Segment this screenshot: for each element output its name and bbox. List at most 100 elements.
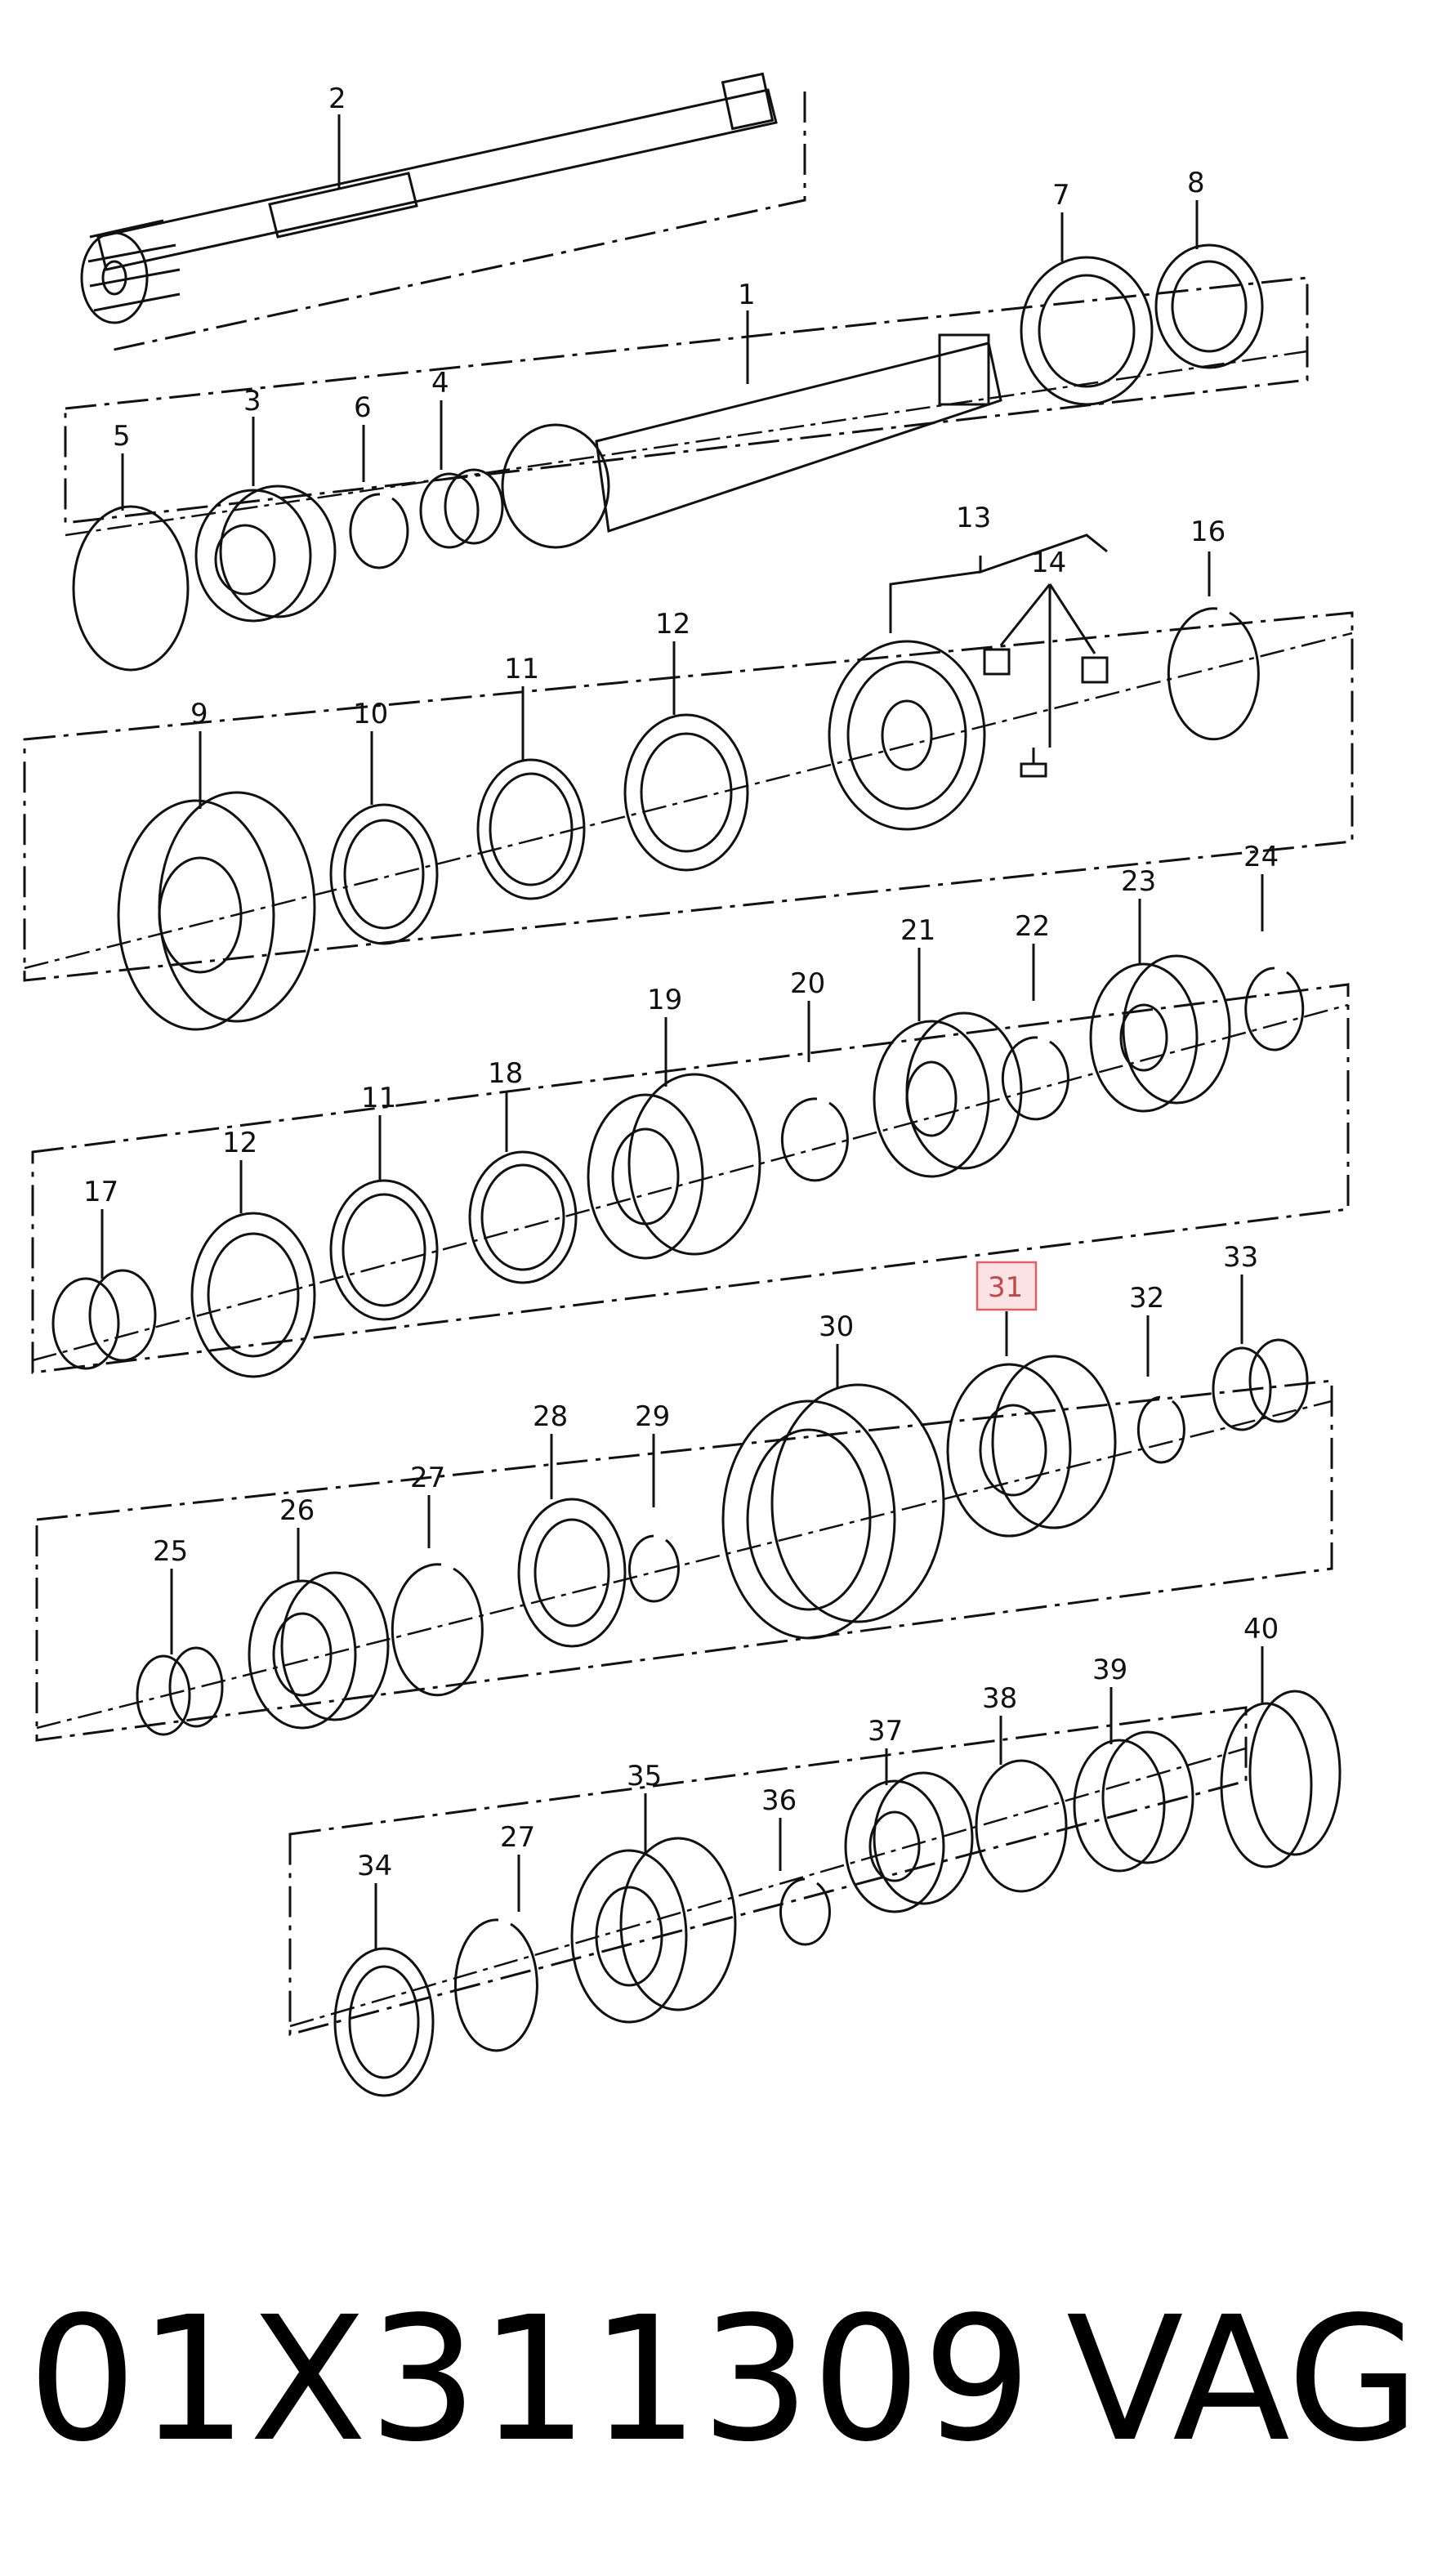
gear-part-35 bbox=[570, 1837, 737, 2024]
synchro-ring-part-28 bbox=[517, 1498, 627, 1648]
ring-part-38 bbox=[975, 1759, 1068, 1893]
callout-27: 27 bbox=[410, 1462, 445, 1548]
detent-part-14 bbox=[983, 648, 1109, 778]
group-frame-row3 bbox=[23, 611, 1354, 982]
circlip-part-27b bbox=[453, 1918, 538, 2052]
bearing-part-3 bbox=[194, 484, 337, 623]
svg-text:16: 16 bbox=[1190, 516, 1226, 548]
ring-part-5 bbox=[72, 505, 190, 672]
circlip-part-6 bbox=[349, 493, 409, 569]
callout-11: 11 bbox=[504, 653, 539, 760]
callout-32: 32 bbox=[1129, 1282, 1164, 1377]
callout-8: 8 bbox=[1187, 167, 1205, 249]
svg-text:30: 30 bbox=[819, 1310, 854, 1343]
svg-text:19: 19 bbox=[647, 984, 682, 1016]
synchro-ring-part-34 bbox=[333, 1947, 435, 2097]
svg-text:18: 18 bbox=[488, 1057, 523, 1090]
callouts: 1 2 3 4 5 6 7 8 9 10 11 12 13 14 16 17 1… bbox=[83, 83, 1279, 1949]
group-frame-row4 bbox=[31, 983, 1350, 1374]
callout-33: 33 bbox=[1223, 1241, 1258, 1344]
svg-text:27: 27 bbox=[410, 1462, 445, 1494]
svg-text:4: 4 bbox=[431, 367, 449, 400]
circlip-part-20 bbox=[780, 1097, 849, 1182]
svg-text:13: 13 bbox=[956, 502, 991, 534]
gear-part-31 bbox=[946, 1355, 1117, 1538]
svg-text:2: 2 bbox=[328, 83, 346, 115]
callout-39: 39 bbox=[1092, 1654, 1127, 1744]
needle-bearing-part-33 bbox=[1212, 1338, 1309, 1431]
group-frame-row5 bbox=[35, 1379, 1333, 1742]
sliding-sleeve-part-30 bbox=[721, 1383, 945, 1640]
synchro-ring-part-12b bbox=[190, 1212, 316, 1378]
gear-part-23 bbox=[1089, 954, 1231, 1113]
svg-text:8: 8 bbox=[1187, 167, 1205, 199]
svg-text:9: 9 bbox=[190, 698, 208, 730]
bearing-part-37 bbox=[844, 1771, 974, 1913]
svg-text:39: 39 bbox=[1092, 1654, 1127, 1686]
callout-20: 20 bbox=[790, 967, 825, 1062]
callout-7: 7 bbox=[1052, 179, 1070, 261]
synchro-ring-part-18 bbox=[468, 1150, 578, 1284]
svg-text:1: 1 bbox=[738, 279, 756, 311]
svg-text:34: 34 bbox=[357, 1850, 392, 1882]
callout-6: 6 bbox=[354, 391, 372, 482]
circlip-part-16 bbox=[1167, 607, 1260, 741]
svg-text:29: 29 bbox=[635, 1400, 670, 1433]
callout-22: 22 bbox=[1015, 910, 1050, 1001]
input-shaft-part-1 bbox=[501, 333, 1002, 549]
callout-9: 9 bbox=[190, 698, 208, 809]
cover-part-39 bbox=[1073, 1730, 1194, 1873]
svg-text:6: 6 bbox=[354, 391, 372, 424]
output-shaft-part bbox=[80, 72, 778, 324]
callout-3: 3 bbox=[243, 385, 261, 486]
synchro-hub-part-13 bbox=[828, 640, 986, 831]
svg-text:24: 24 bbox=[1243, 841, 1279, 873]
callout-29: 29 bbox=[635, 1400, 670, 1507]
svg-text:25: 25 bbox=[153, 1535, 188, 1568]
callout-11b: 11 bbox=[361, 1082, 396, 1181]
circlip-part-22 bbox=[1001, 1036, 1069, 1121]
svg-text:7: 7 bbox=[1052, 179, 1070, 212]
synchro-ring-part-11 bbox=[476, 758, 586, 900]
gear-part-21 bbox=[873, 1011, 1023, 1178]
svg-text:11: 11 bbox=[504, 653, 539, 685]
svg-text:5: 5 bbox=[113, 420, 131, 453]
svg-text:27: 27 bbox=[500, 1821, 535, 1854]
group-frame-shaft bbox=[105, 92, 806, 353]
circlip-part-32 bbox=[1136, 1395, 1185, 1464]
circlip-part-27 bbox=[391, 1563, 484, 1697]
callout-38: 38 bbox=[982, 1682, 1017, 1765]
callout-31-highlight: 31 bbox=[976, 1261, 1038, 1356]
callout-18: 18 bbox=[488, 1057, 523, 1152]
svg-text:38: 38 bbox=[982, 1682, 1017, 1715]
callout-1: 1 bbox=[738, 279, 756, 384]
callout-2: 2 bbox=[328, 83, 346, 188]
callout-19: 19 bbox=[647, 984, 682, 1087]
svg-text:36: 36 bbox=[761, 1784, 797, 1817]
svg-text:32: 32 bbox=[1129, 1282, 1164, 1315]
callout-14: 14 bbox=[999, 547, 1096, 748]
svg-text:33: 33 bbox=[1223, 1241, 1258, 1274]
svg-text:23: 23 bbox=[1121, 865, 1156, 898]
svg-text:17: 17 bbox=[83, 1176, 118, 1208]
svg-text:3: 3 bbox=[243, 385, 261, 417]
bearing-part-8 bbox=[1154, 243, 1264, 369]
svg-text:12: 12 bbox=[222, 1127, 257, 1159]
callout-17: 17 bbox=[83, 1176, 118, 1279]
callout-30: 30 bbox=[819, 1310, 854, 1389]
circlip-part-36 bbox=[779, 1877, 831, 1946]
callout-27b: 27 bbox=[500, 1821, 535, 1912]
needle-bearing-part-17 bbox=[51, 1269, 157, 1370]
circlip-part-24 bbox=[1244, 967, 1305, 1051]
callout-40: 40 bbox=[1243, 1613, 1279, 1703]
callout-23: 23 bbox=[1121, 865, 1156, 964]
callout-26: 26 bbox=[279, 1494, 315, 1581]
gear-part-19 bbox=[587, 1073, 761, 1260]
callout-25: 25 bbox=[153, 1535, 188, 1654]
synchro-ring-part-12 bbox=[623, 713, 749, 872]
callout-4: 4 bbox=[431, 367, 449, 470]
callout-12: 12 bbox=[655, 608, 690, 715]
svg-text:14: 14 bbox=[1031, 547, 1066, 579]
needle-bearing-part-4 bbox=[419, 468, 504, 549]
synchro-ring-part-10 bbox=[329, 803, 439, 945]
